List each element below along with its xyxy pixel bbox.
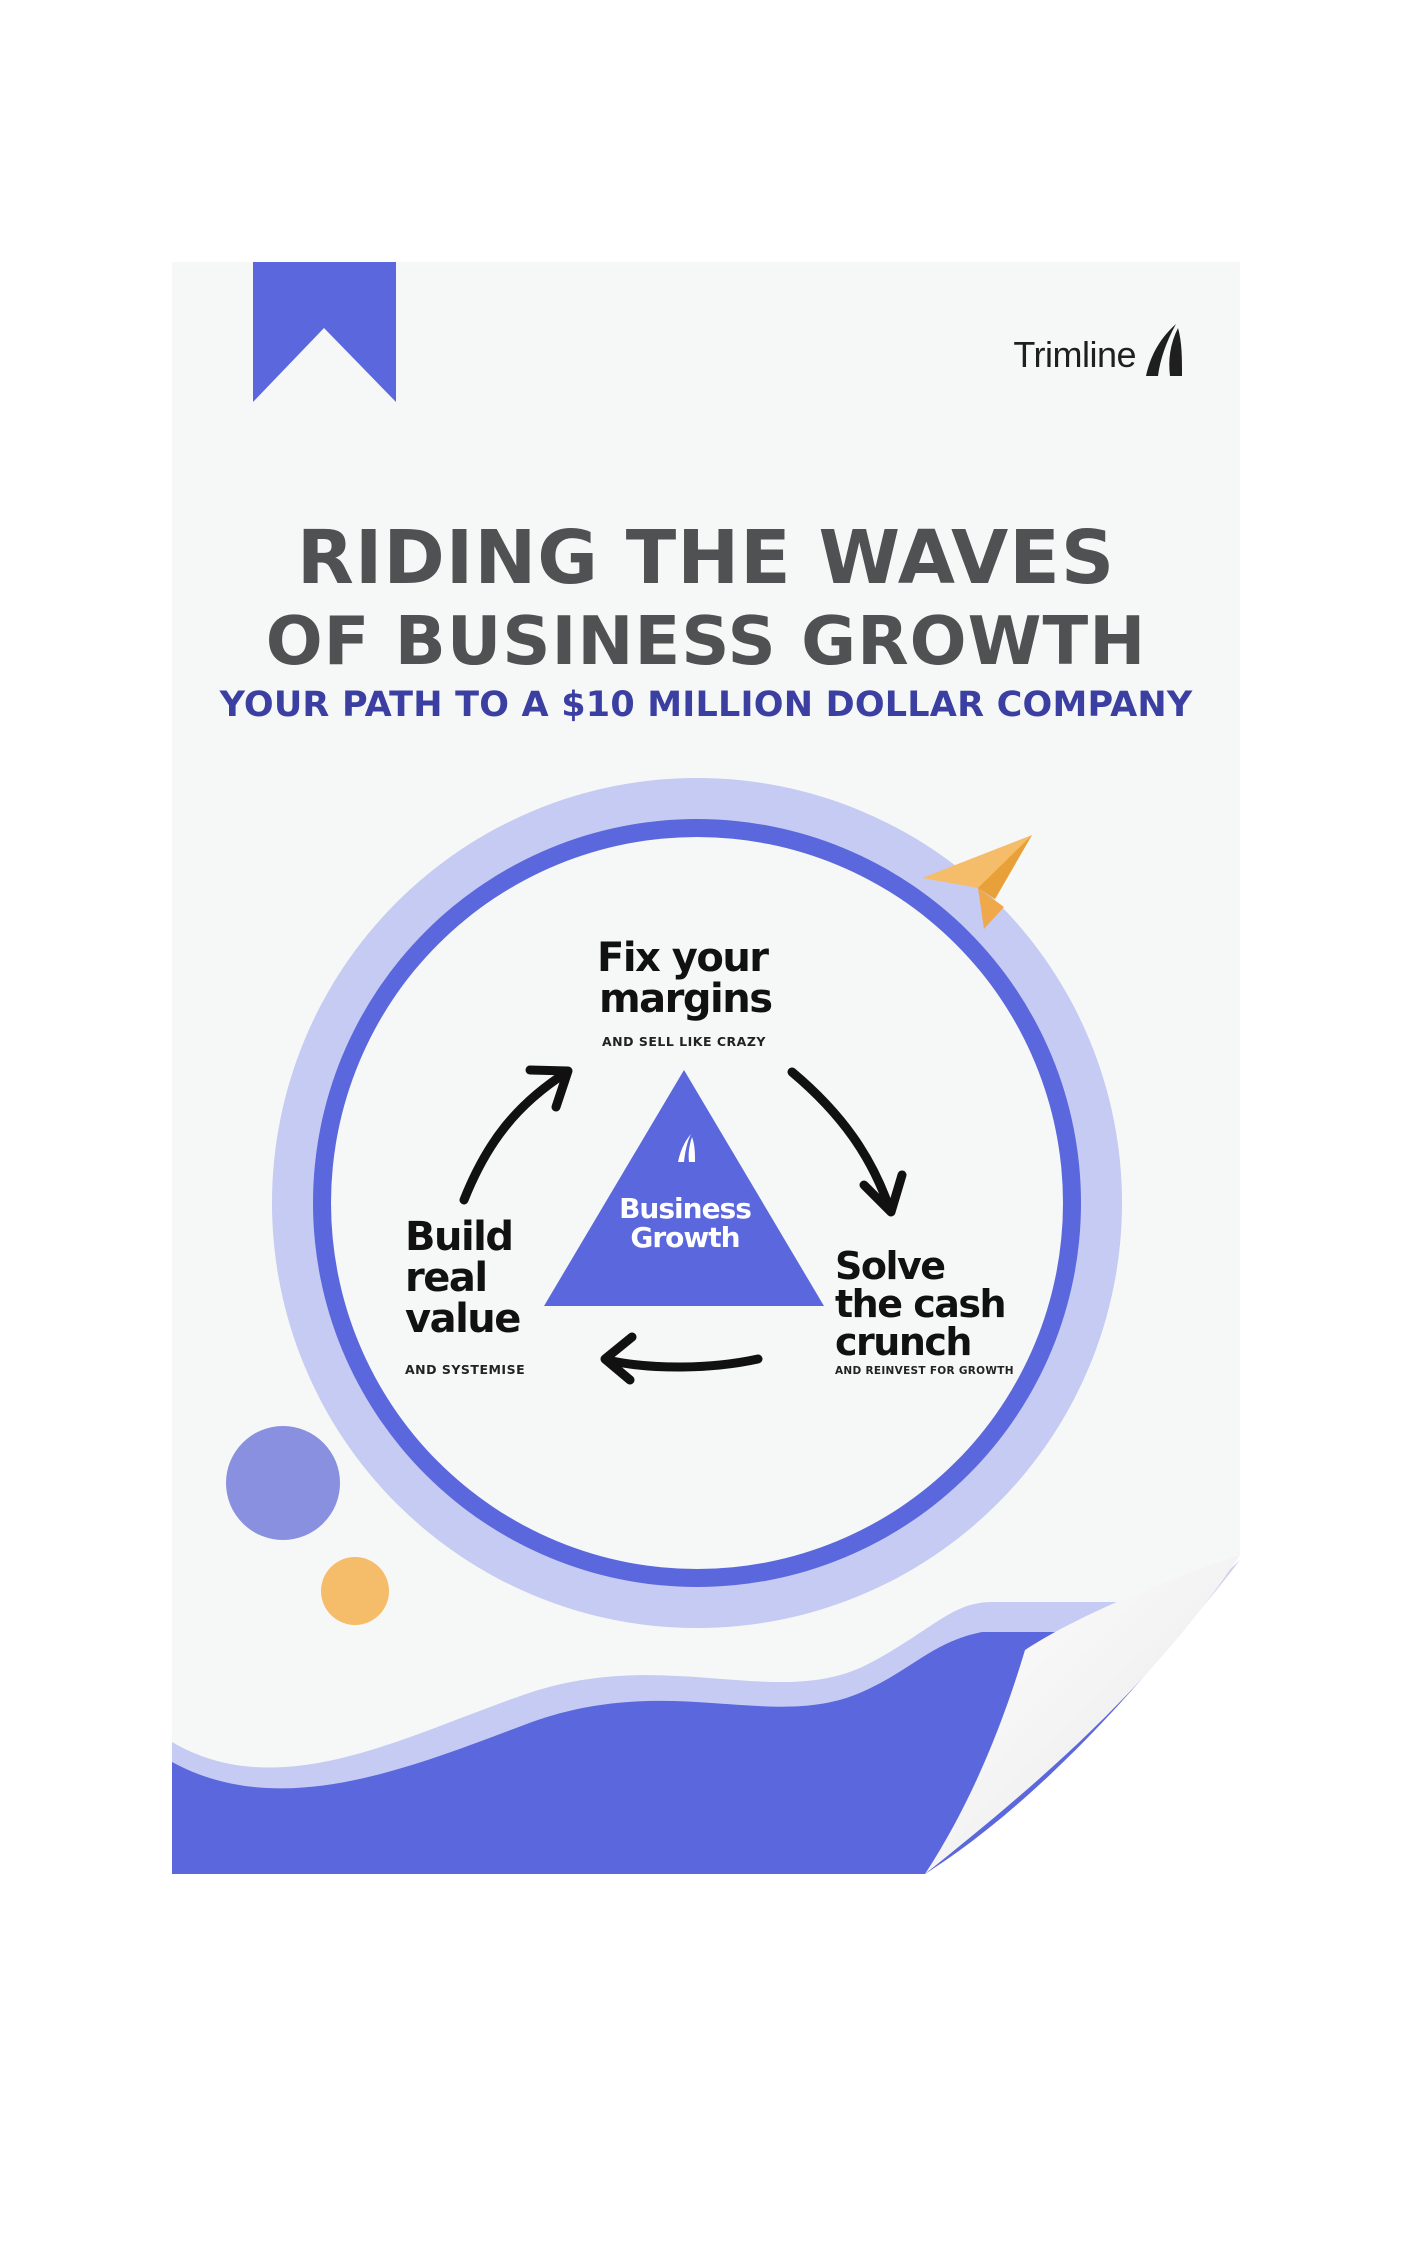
title-line-2: OF BUSINESS GROWTH (265, 602, 1147, 680)
step-cash-crunch-title: Solve the cash crunch (835, 1244, 1007, 1364)
cycle-diagram (172, 778, 1240, 1874)
cover-page: Trimline RIDING THE WAVES OF BUSINESS GR… (172, 262, 1240, 1874)
step-2-line3: crunch (835, 1320, 972, 1364)
center-label: Business Growth (590, 1194, 780, 1253)
brand-name: Trimline (1013, 334, 1136, 375)
step-2-line2: the cash (835, 1282, 1007, 1326)
step-1-line1: Fix your (597, 935, 769, 981)
step-cash-crunch-caption: AND REINVEST FOR GROWTH (835, 1365, 1014, 1377)
purple-dot (226, 1426, 340, 1540)
step-3-line2: real (405, 1254, 488, 1301)
step-3-line1: Build (405, 1214, 514, 1260)
orange-dot (321, 1557, 389, 1625)
arrow-top-to-right (787, 1067, 907, 1217)
brand-logo: Trimline (1013, 324, 1184, 378)
step-real-value-title: Build real value (405, 1214, 521, 1342)
subtitle: YOUR PATH TO A $10 MILLION DOLLAR COMPAN… (219, 685, 1193, 725)
triangle-sail-icon (678, 1134, 695, 1162)
center-label-line2: Growth (630, 1221, 740, 1255)
bookmark-ribbon (253, 262, 396, 402)
center-label-line1: Business (619, 1192, 752, 1225)
arrow-left-to-top (459, 1065, 573, 1205)
wave-dark (172, 1632, 1240, 1874)
step-2-line1: Solve (835, 1244, 946, 1288)
sail-logo-icon (1146, 324, 1182, 376)
paper-plane-icon (922, 835, 1032, 929)
step-real-value-caption: AND SYSTEMISE (405, 1362, 526, 1377)
step-fix-margins-title: Fix your margins (597, 935, 773, 1022)
step-3-line3: value (405, 1295, 521, 1342)
step-fix-margins-caption: AND SELL LIKE CRAZY (602, 1034, 766, 1049)
arrow-right-to-left (600, 1332, 763, 1385)
step-1-line2: margins (599, 975, 773, 1022)
title-line-1: RIDING THE WAVES (296, 515, 1116, 601)
center-triangle (544, 1070, 824, 1306)
